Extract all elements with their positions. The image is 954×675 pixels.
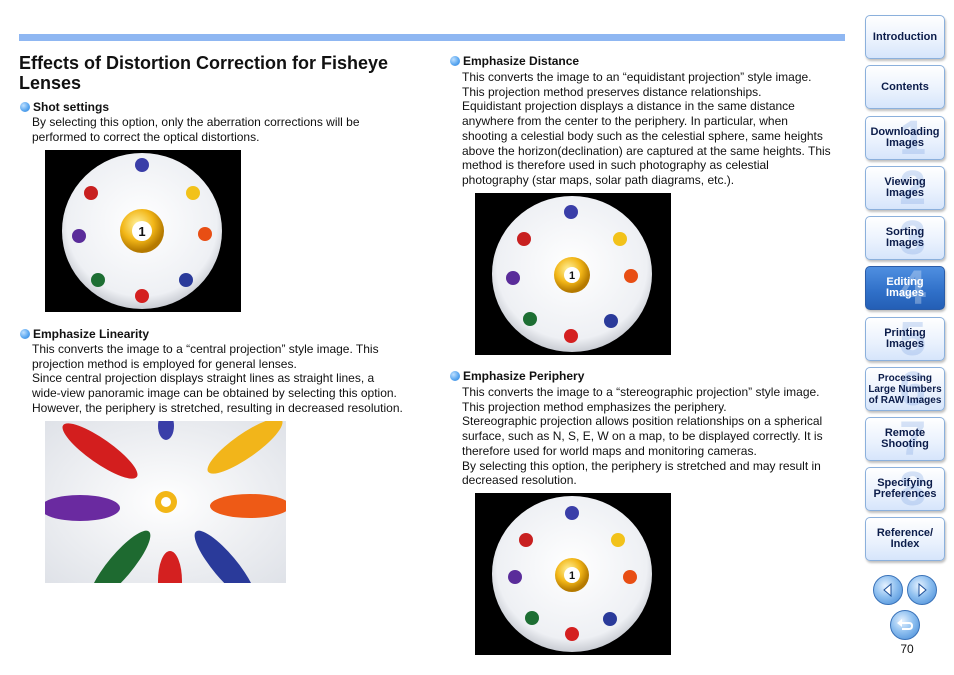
section-heading-shot-settings: Shot settings bbox=[20, 100, 109, 114]
bullet-icon bbox=[20, 329, 30, 339]
text-line: projection method is employed for genera… bbox=[32, 356, 297, 371]
chapter-number: 7 bbox=[899, 417, 926, 461]
nav-introduction[interactable]: Introduction bbox=[865, 15, 945, 59]
photo-emphasize-periphery: 1 bbox=[475, 493, 671, 655]
text-line: shooting a celestial body such as the ce… bbox=[462, 128, 823, 143]
page-number: 70 bbox=[900, 642, 914, 656]
shot-settings-text: By selecting this option, only the aberr… bbox=[32, 115, 432, 144]
chapter-number: 2 bbox=[899, 166, 926, 210]
chapter-number: 1 bbox=[899, 116, 926, 160]
nav-sorting-images[interactable]: 3 Sorting Images bbox=[865, 216, 945, 260]
nav-remote-shooting[interactable]: 7 Remote Shooting bbox=[865, 417, 945, 461]
text-line: photography (star maps, solar path diagr… bbox=[462, 172, 735, 187]
text-line: By selecting this option, only the aberr… bbox=[32, 115, 360, 129]
text-line: Stereographic projection allows position… bbox=[462, 414, 823, 429]
nav-label: Processing Large Numbers of RAW Images bbox=[868, 372, 942, 406]
previous-page-button[interactable] bbox=[873, 575, 903, 605]
return-button[interactable] bbox=[890, 610, 920, 640]
center-ball-number: 1 bbox=[569, 570, 575, 582]
emphasize-linearity-text: This converts the image to a “central pr… bbox=[32, 342, 432, 416]
chapter-number: 8 bbox=[899, 467, 926, 511]
section-heading-emphasize-distance: Emphasize Distance bbox=[450, 54, 579, 68]
chapter-number: 4 bbox=[899, 266, 926, 310]
page-title: Effects of Distortion Correction for Fis… bbox=[19, 53, 389, 93]
nav-editing-images[interactable]: 4 Editing Images bbox=[865, 266, 945, 310]
photo-emphasize-distance: 1 bbox=[475, 193, 671, 355]
text-line: performed to correct the optical distort… bbox=[32, 129, 260, 144]
text-line: This converts the image to a “stereograp… bbox=[462, 385, 820, 399]
section-heading-label: Emphasize Periphery bbox=[463, 369, 585, 383]
text-line: decreased resolution. bbox=[462, 473, 577, 488]
text-line: This converts the image to an “equidista… bbox=[462, 70, 812, 84]
nav-label: Introduction bbox=[872, 30, 938, 43]
nav-label: Remote Shooting bbox=[881, 427, 929, 450]
text-line: wide-view panoramic image can be obtaine… bbox=[32, 386, 397, 401]
bullet-icon bbox=[20, 102, 30, 112]
chapter-number: 6 bbox=[899, 367, 926, 411]
text-line: This projection method preserves distanc… bbox=[462, 84, 762, 99]
text-line: anywhere from the center to the peripher… bbox=[462, 114, 788, 129]
previous-page-icon bbox=[883, 583, 892, 597]
nav-viewing-images[interactable]: 2 Viewing Images bbox=[865, 166, 945, 210]
bullet-icon bbox=[450, 56, 460, 66]
text-line: However, the periphery is stretched, res… bbox=[32, 400, 403, 415]
photo-emphasize-linearity bbox=[45, 421, 286, 583]
text-line: above the horizon(declination) are captu… bbox=[462, 143, 831, 158]
chapter-number: 3 bbox=[899, 216, 926, 260]
center-ball-number: 1 bbox=[138, 224, 145, 239]
section-heading-label: Emphasize Distance bbox=[463, 54, 580, 68]
nav-label: Contents bbox=[881, 80, 929, 93]
return-icon bbox=[897, 619, 914, 630]
chapter-number: 5 bbox=[899, 317, 926, 361]
text-line: therefore used for world maps and monito… bbox=[462, 443, 757, 458]
text-line: Equidistant projection displays a distan… bbox=[462, 99, 795, 114]
nav-reference-index[interactable]: Reference/ Index bbox=[865, 517, 945, 561]
photo-shot-settings: 1 bbox=[45, 150, 241, 312]
text-line: This projection method emphasizes the pe… bbox=[462, 399, 727, 414]
nav-label: Reference/ Index bbox=[876, 527, 934, 550]
section-heading-label: Emphasize Linearity bbox=[33, 327, 150, 341]
center-ball-number: 1 bbox=[569, 270, 575, 282]
header-rule bbox=[19, 34, 845, 41]
nav-label: Downloading Images bbox=[870, 126, 940, 149]
nav-processing-raw-images[interactable]: 6 Processing Large Numbers of RAW Images bbox=[865, 367, 945, 411]
nav-label: Sorting Images bbox=[885, 226, 925, 249]
text-line: method is therefore used in such photogr… bbox=[462, 158, 769, 173]
text-line: Since central projection displays straig… bbox=[32, 371, 375, 386]
nav-printing-images[interactable]: 5 Printing Images bbox=[865, 317, 945, 361]
emphasize-distance-text: This converts the image to an “equidista… bbox=[462, 70, 847, 188]
section-heading-emphasize-linearity: Emphasize Linearity bbox=[20, 327, 149, 341]
nav-specifying-preferences[interactable]: 8 Specifying Preferences bbox=[865, 467, 945, 511]
emphasize-periphery-text: This converts the image to a “stereograp… bbox=[462, 385, 847, 488]
section-heading-emphasize-periphery: Emphasize Periphery bbox=[450, 369, 584, 383]
bullet-icon bbox=[450, 371, 460, 381]
nav-label: Viewing Images bbox=[884, 176, 926, 199]
text-line: This converts the image to a “central pr… bbox=[32, 342, 379, 356]
next-page-icon bbox=[918, 583, 927, 597]
nav-label: Editing Images bbox=[886, 276, 924, 299]
text-line: By selecting this option, the periphery … bbox=[462, 458, 821, 473]
nav-downloading-images[interactable]: 1 Downloading Images bbox=[865, 116, 945, 160]
text-line: surface, such as N, S, E, W on a map, to… bbox=[462, 429, 823, 444]
nav-contents[interactable]: Contents bbox=[865, 65, 945, 109]
nav-label: Printing Images bbox=[884, 327, 926, 350]
section-heading-label: Shot settings bbox=[33, 100, 110, 114]
next-page-button[interactable] bbox=[907, 575, 937, 605]
nav-label: Specifying Preferences bbox=[873, 477, 937, 500]
